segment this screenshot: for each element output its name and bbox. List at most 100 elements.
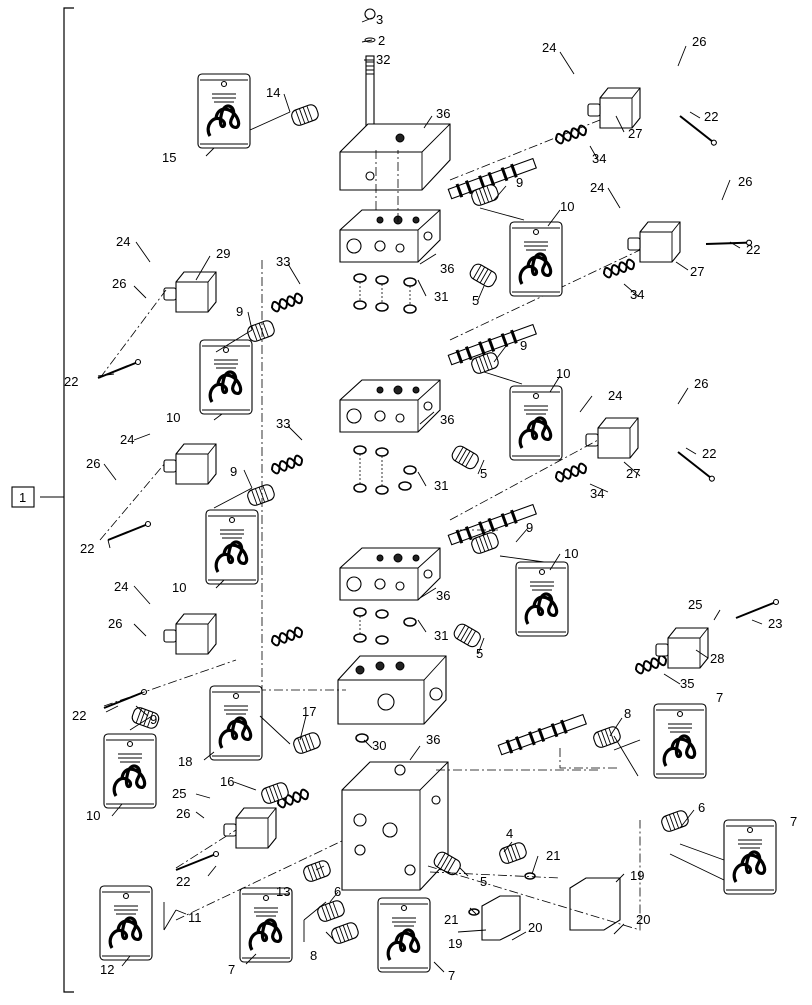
end-cover-block (339, 123, 451, 191)
callout-c34c: 34 (590, 486, 604, 501)
callout-c24a: 24 (542, 40, 556, 55)
callout-c25a: 25 (688, 597, 702, 612)
seal-kit-7d (376, 896, 432, 974)
callout-c24f: 24 (114, 579, 128, 594)
callout-c9b: 9 (236, 304, 243, 319)
section-block-1 (339, 209, 441, 263)
seal-kit-15 (196, 72, 252, 150)
callout-c22f: 22 (72, 708, 86, 723)
callout-c6b: 6 (334, 884, 341, 899)
callout-c27b: 27 (690, 264, 704, 279)
callout-c21a: 21 (546, 848, 560, 863)
callout-c8a: 8 (624, 706, 631, 721)
callout-c6a: 6 (698, 800, 705, 815)
callout-c7a: 7 (716, 690, 723, 705)
callout-c22c: 22 (64, 374, 78, 389)
section-block-2 (339, 379, 441, 433)
callout-c1: 1 (19, 490, 26, 505)
callout-c30: 30 (372, 738, 386, 753)
callout-c9d: 9 (230, 464, 237, 479)
callout-c23: 23 (768, 616, 782, 631)
leader-lines (97, 17, 763, 973)
callout-c7d: 7 (448, 968, 455, 983)
seal-kit-10e (514, 560, 570, 638)
callout-c31c: 31 (434, 628, 448, 643)
callout-c34a: 34 (592, 151, 606, 166)
callout-c9e: 9 (526, 520, 533, 535)
callout-c24c: 24 (116, 234, 130, 249)
callout-c19b: 19 (448, 936, 462, 951)
callout-c2: 2 (378, 33, 385, 48)
callout-c33a: 33 (276, 254, 290, 269)
callout-c24e: 24 (120, 432, 134, 447)
seal-kit-10b (198, 338, 254, 416)
callout-labels: 3 2 32 36 14 15 24 26 22 27 34 9 10 24 2… (19, 12, 797, 983)
callout-c22d: 22 (702, 446, 716, 461)
callout-c25b: 25 (172, 786, 186, 801)
seal-kit-10a (508, 220, 564, 298)
seal-kit-10c (508, 384, 564, 462)
callout-c5a: 5 (472, 293, 479, 308)
callout-c4: 4 (506, 826, 513, 841)
callout-c19a: 19 (630, 868, 644, 883)
callout-c10f: 10 (86, 808, 100, 823)
callout-c31b: 31 (434, 478, 448, 493)
callout-c24d: 24 (608, 388, 622, 403)
inlet-block (337, 655, 447, 725)
callout-c10d: 10 (564, 546, 578, 561)
callout-c9a: 9 (516, 175, 523, 190)
base-valve-body (341, 761, 449, 891)
callout-c14: 14 (266, 85, 280, 100)
seal-kit-10d (204, 508, 260, 586)
callout-c7c: 7 (228, 962, 235, 977)
callout-c17: 17 (302, 704, 316, 719)
callout-c26b: 26 (738, 174, 752, 189)
callout-c36e: 36 (426, 732, 440, 747)
seal-kit-12 (98, 884, 154, 962)
callout-c20b: 20 (636, 912, 650, 927)
seal-kit-7c (238, 886, 294, 964)
callout-c22a: 22 (704, 109, 718, 124)
callout-c26g: 26 (176, 806, 190, 821)
callout-c16: 16 (220, 774, 234, 789)
callout-c12: 12 (100, 962, 114, 977)
callout-c28: 28 (710, 651, 724, 666)
callout-c7b: 7 (790, 814, 797, 829)
callout-c24b: 24 (590, 180, 604, 195)
callout-c34b: 34 (630, 287, 644, 302)
callout-c9c: 9 (520, 338, 527, 353)
callout-c15: 15 (162, 150, 176, 165)
callout-c5b: 5 (480, 466, 487, 481)
callout-c26c: 26 (112, 276, 126, 291)
callout-c22g: 22 (176, 874, 190, 889)
callout-c32: 32 (376, 52, 390, 67)
callout-c29: 29 (216, 246, 230, 261)
callout-c21b: 21 (444, 912, 458, 927)
seal-kit-7b (722, 818, 778, 896)
callout-c22b: 22 (746, 242, 760, 257)
seal-kit-10f (102, 732, 158, 810)
callout-c5d: 5 (480, 874, 487, 889)
callout-c35: 35 (680, 676, 694, 691)
callout-c13: 13 (276, 884, 290, 899)
callout-c10a: 10 (560, 199, 574, 214)
callout-c27a: 27 (628, 126, 642, 141)
callout-c10b: 10 (166, 410, 180, 425)
callout-c26d: 26 (694, 376, 708, 391)
callout-c26f: 26 (108, 616, 122, 631)
callout-c26a: 26 (692, 34, 706, 49)
callout-c22e: 22 (80, 541, 94, 556)
callout-c8b: 8 (310, 948, 317, 963)
section-block-3 (339, 547, 441, 601)
callout-c36a: 36 (436, 106, 450, 121)
callout-c3: 3 (376, 12, 383, 27)
callout-c33b: 33 (276, 416, 290, 431)
callout-c26e: 26 (86, 456, 100, 471)
assembly-callout-box (11, 486, 35, 508)
callout-c9f: 9 (150, 712, 157, 727)
callout-c20a: 20 (528, 920, 542, 935)
callout-c11: 11 (188, 910, 202, 925)
seal-kit-7a (652, 702, 708, 780)
